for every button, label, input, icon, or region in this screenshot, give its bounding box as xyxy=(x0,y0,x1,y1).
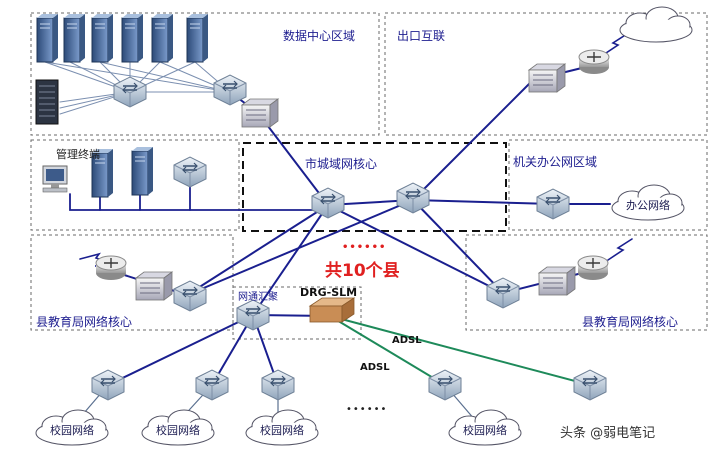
office-zone xyxy=(508,139,708,231)
server-icon xyxy=(91,13,114,63)
router-icon xyxy=(578,49,610,75)
zone-boxes xyxy=(30,12,708,340)
zone-title-office: 机关办公网区域 xyxy=(513,154,597,169)
datacenter-zone xyxy=(30,12,380,136)
router-icon xyxy=(95,255,127,281)
devices xyxy=(35,6,693,446)
switch-icon xyxy=(428,369,462,401)
adsl-label-2: ADSL xyxy=(360,362,390,373)
server-icon xyxy=(121,13,144,63)
firewall-icon xyxy=(135,271,173,301)
county-right-zone xyxy=(465,234,708,331)
server-icon xyxy=(186,13,209,63)
drg-slm-device-icon xyxy=(308,297,356,323)
watermark: 头条 @弱电笔记 xyxy=(560,425,655,441)
switch-icon xyxy=(536,188,570,220)
switch-icon xyxy=(195,369,229,401)
zone-title-metro-core: 市城域网核心 xyxy=(305,156,377,171)
office-network-label: 办公网络 xyxy=(626,198,670,212)
management-terminal-label: 管理终端 xyxy=(56,147,100,161)
switch-icon xyxy=(573,369,607,401)
router-icon xyxy=(577,255,609,281)
campus-network-label: 校园网络 xyxy=(50,423,94,437)
ellipsis-bottom: •••••• xyxy=(346,404,387,415)
campus-network-label: 校园网络 xyxy=(463,423,507,437)
switch-icon xyxy=(236,299,270,331)
metro-core-zone xyxy=(242,142,507,232)
core-switch-icon xyxy=(311,187,345,219)
campus-network-label: 校园网络 xyxy=(156,423,200,437)
management-zone xyxy=(30,139,240,231)
switch-icon xyxy=(91,369,125,401)
counties-label: 共10个县 xyxy=(325,260,400,281)
zone-title-county-left: 县教育局网络核心 xyxy=(36,314,132,329)
adsl-label-1: ADSL xyxy=(392,335,422,346)
firewall-icon xyxy=(538,266,576,296)
drg-slm-label: DRG-SLM xyxy=(300,286,357,299)
pc-icon xyxy=(42,165,68,193)
zone-title-datacenter: 数据中心区域 xyxy=(283,28,355,43)
campus-network-label: 校园网络 xyxy=(260,423,304,437)
firewall-icon xyxy=(528,63,566,93)
server-icon xyxy=(131,146,154,196)
zone-title-netcom: 网通汇聚 xyxy=(238,290,278,303)
isp-label: ISP xyxy=(645,22,663,33)
labels: 数据中心区域 出口互联 市城域网核心 机关办公网区域 县教育局网络核心 县教育局… xyxy=(36,22,678,441)
server-icon xyxy=(151,13,174,63)
switch-icon xyxy=(261,369,295,401)
server-icon xyxy=(36,13,59,63)
storage-rack-icon xyxy=(35,79,59,125)
switch-icon xyxy=(173,156,207,188)
ellipsis-top: •••••• xyxy=(342,242,386,253)
server-icon xyxy=(63,13,86,63)
zone-title-county-right: 县教育局网络核心 xyxy=(582,314,678,329)
county-left-zone xyxy=(30,234,234,331)
zone-title-internet-exit: 出口互联 xyxy=(397,29,445,43)
firewall-icon xyxy=(241,98,279,128)
